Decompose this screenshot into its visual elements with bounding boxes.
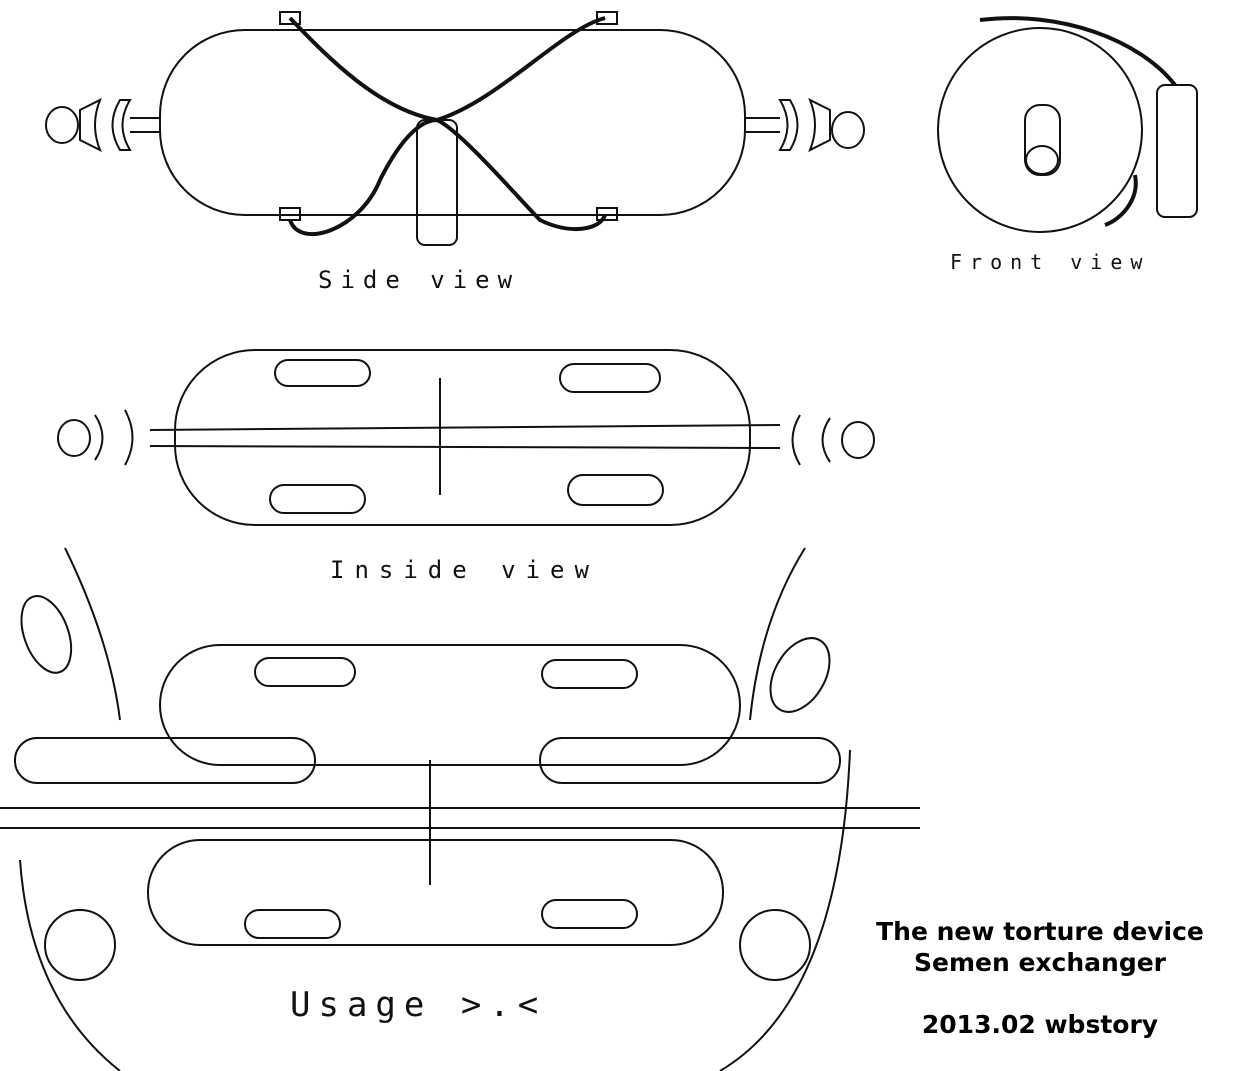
right-plug	[778, 99, 799, 151]
caption-credit: 2013.02 wbstory	[921, 1010, 1159, 1039]
left-plug	[111, 99, 132, 151]
usage-drawing	[0, 547, 920, 1071]
front-view-plug	[1024, 104, 1061, 176]
side-view-label: Side view	[318, 266, 521, 294]
front-view-label: Front view	[950, 250, 1151, 274]
side-view-canister	[416, 119, 458, 246]
caption-subtitle: Semen exchanger	[913, 948, 1166, 977]
side-view-drawing	[45, 11, 865, 246]
front-view-canister	[1156, 84, 1198, 218]
inside-view-drawing	[57, 349, 875, 526]
side-view-body	[159, 29, 746, 216]
usage-label: Usage >.<	[290, 985, 547, 1025]
front-view-drawing	[937, 16, 1198, 233]
caption-title: The new torture device	[876, 917, 1204, 946]
inside-view-label: Inside view	[330, 556, 599, 584]
